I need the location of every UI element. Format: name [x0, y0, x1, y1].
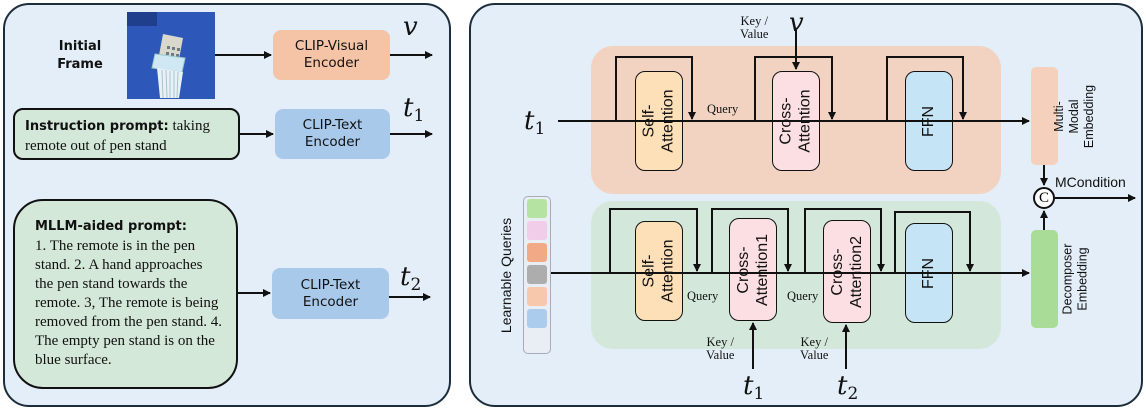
decomposer-embedding-bar: [1031, 230, 1058, 328]
learnable-query-token-2: [527, 221, 547, 240]
mcondition-label: MCondition: [1055, 174, 1126, 190]
t2-sub: 2: [410, 275, 422, 295]
bottom-self-attention-block: Self- Attention: [635, 221, 683, 321]
instruction-prompt-box: Instruction prompt: taking remote out of…: [13, 108, 240, 160]
cross-attn-1-residual: [711, 208, 792, 273]
learnable-query-token-4: [527, 265, 547, 284]
mllm-aided-prompt-box: MLLM-aided prompt: 1. The remote is in t…: [13, 199, 238, 389]
key-value-label-2: Key / Value: [800, 335, 829, 362]
top-key-value-label: Key / Value: [740, 14, 769, 41]
top-t1-sub: 1: [534, 119, 546, 139]
t2-base: t: [400, 262, 411, 292]
top-cross-attn-residual: [754, 56, 836, 121]
learnable-query-token-5: [527, 287, 547, 306]
bottom-input-t1: t1: [743, 373, 764, 407]
top-t1-base: t: [524, 106, 535, 136]
mllm-prompt-title: MLLM-aided prompt:: [35, 219, 187, 234]
learnable-queries-stack: [523, 196, 551, 354]
instruction-prompt-title: Instruction prompt:: [25, 119, 169, 134]
bottom-input-t2: t2: [837, 373, 858, 407]
mllm-prompt-text: 1. The remote is in the pen stand. 2. A …: [35, 238, 223, 368]
text-output-t1: t1: [403, 95, 424, 129]
learnable-query-token-6: [527, 309, 547, 328]
top-key-value-input-v: v: [789, 8, 804, 38]
multimodal-embedding-bar: [1031, 67, 1058, 165]
top-input-t1: t1: [524, 108, 545, 142]
top-ffn-residual: [886, 56, 967, 121]
initial-frame-image: [127, 12, 215, 99]
learnable-query-token-1: [527, 199, 547, 218]
top-query-label: Query: [707, 102, 739, 116]
key-value-label-1: Key / Value: [706, 335, 735, 362]
text-output-t2: t2: [400, 264, 421, 298]
instruction-prompt-text: taking remote out of pen stand: [25, 118, 210, 154]
cross-attn-2-residual: [804, 208, 885, 273]
remote-in-pen-stand-illustration: [127, 12, 215, 99]
top-self-attn-residual: [615, 56, 696, 121]
t1-sub: 1: [413, 106, 425, 126]
concat-symbol: C: [1038, 189, 1049, 206]
learnable-query-token-3: [527, 243, 547, 262]
bottom-t1-base: t: [743, 371, 754, 401]
clip-text-encoder-2: CLIP-Text Encoder: [272, 268, 389, 319]
bottom-t2-sub: 2: [847, 384, 859, 404]
cross-attention-2-block: Cross- Attention2: [823, 220, 871, 323]
clip-text-encoder-1: CLIP-Text Encoder: [275, 109, 390, 159]
initial-frame-label: Initial Frame: [57, 39, 103, 72]
bottom-query-label-1: Query: [687, 289, 719, 303]
bottom-ffn-residual: [894, 211, 974, 273]
t1-base: t: [403, 93, 414, 123]
bottom-t1-sub: 1: [753, 384, 765, 404]
concat-node: C: [1033, 187, 1055, 209]
cross-attention-1-block: Cross- Attention1: [729, 218, 777, 321]
visual-output-v: v: [403, 12, 418, 42]
bottom-t2-base: t: [837, 371, 848, 401]
bottom-self-attn-residual: [609, 208, 701, 273]
clip-visual-encoder: CLIP-Visual Encoder: [273, 30, 390, 80]
bottom-query-label-2: Query: [787, 289, 819, 303]
